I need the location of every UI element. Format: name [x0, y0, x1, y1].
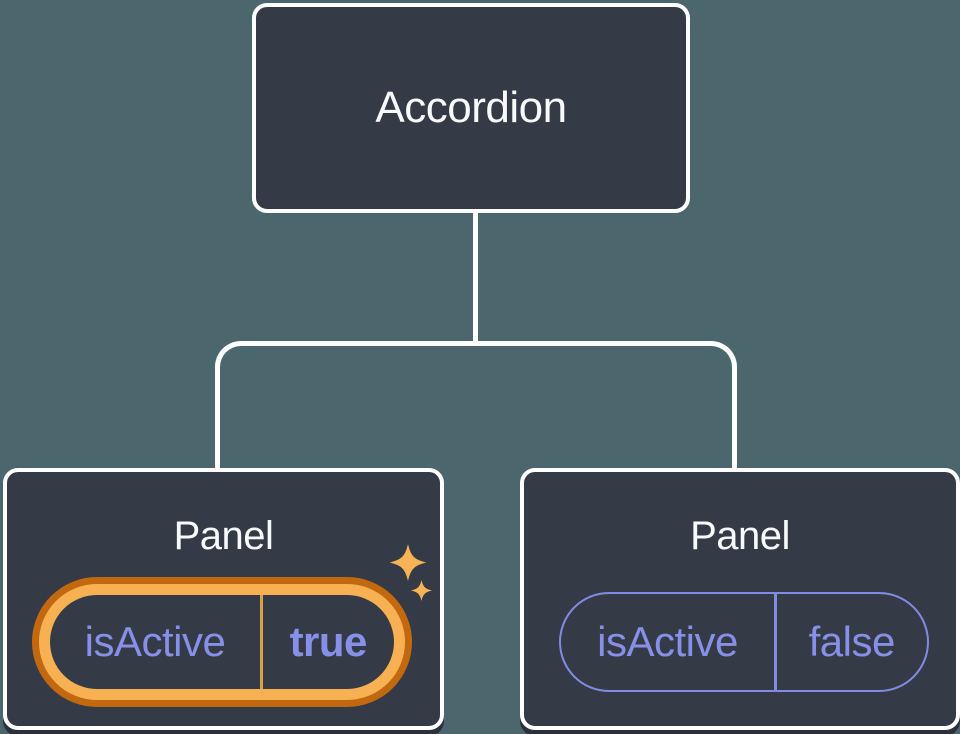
accordion-node-label: Accordion — [375, 83, 567, 132]
state-pill-inner: isActive true — [50, 595, 394, 689]
state-pill-divider — [774, 594, 777, 690]
panel-node-label: Panel — [690, 514, 790, 558]
state-value-cell: true — [263, 595, 395, 689]
state-prop-cell: isActive — [50, 595, 260, 689]
state-value-cell: false — [777, 594, 928, 690]
state-prop-label: isActive — [84, 618, 226, 665]
accordion-node: Accordion — [252, 3, 690, 213]
state-pill: isActive false — [559, 592, 929, 692]
state-prop-cell: isActive — [561, 594, 774, 690]
panel-node-label: Panel — [173, 514, 274, 558]
connector-stem — [473, 211, 478, 345]
sparkle-icon-large — [389, 544, 427, 581]
state-prop-label: isActive — [597, 618, 738, 665]
state-pill-highlighted: isActive true — [32, 577, 412, 707]
panel-node-active: Panel isActive true — [3, 468, 444, 730]
state-pill-divider — [260, 595, 263, 689]
connector-branch — [215, 341, 737, 468]
sparkle-icon-small — [410, 580, 433, 601]
state-value-label: true — [289, 618, 368, 665]
panel-node-inactive: Panel isActive false — [520, 468, 960, 730]
state-value-label: false — [808, 618, 896, 665]
